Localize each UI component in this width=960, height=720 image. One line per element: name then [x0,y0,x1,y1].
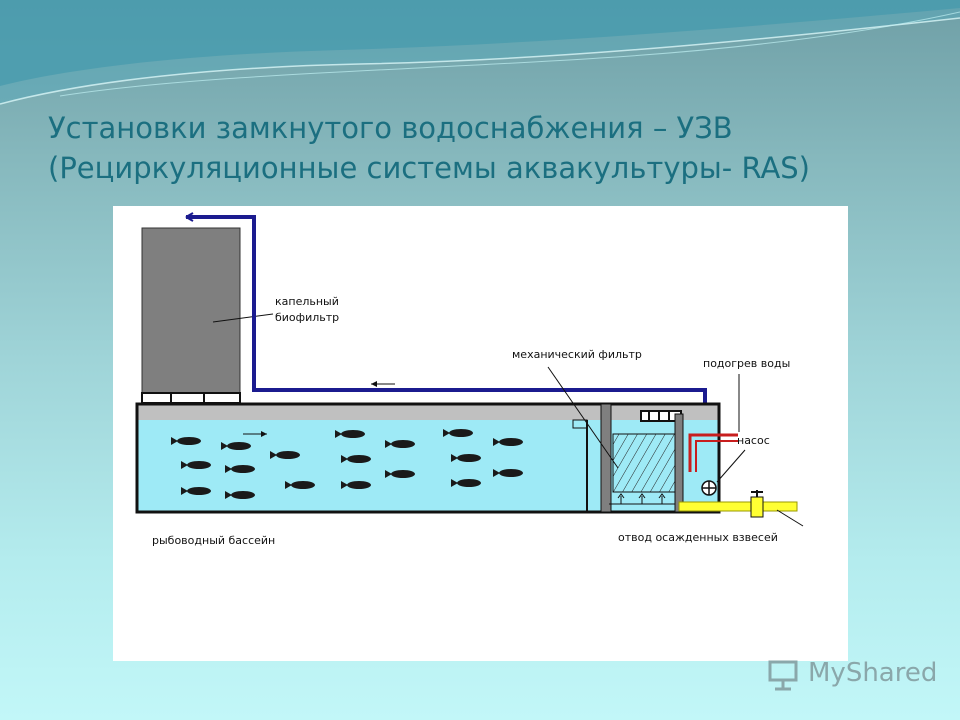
slide-title: Установки замкнутого водоснабжения – УЗВ… [48,108,928,188]
label-pump: насос [737,434,770,447]
label-sediment-drain: отвод осажденных взвесей [618,531,778,544]
heater-pipe-2 [695,440,738,472]
fish-icon [225,465,255,473]
fish-icon [385,440,415,448]
fish-icon [270,451,300,459]
fish-school [171,429,523,499]
biofilter-supports [141,392,241,404]
fish-pool-walls [135,402,721,514]
mechanical-filter-partition [600,403,612,513]
fish-icon [341,481,371,489]
label-fish-pool: рыбоводный бассейн [152,534,276,547]
fish-icon [443,429,473,437]
pump-leader-line [716,449,746,483]
flow-arrow-icon [371,381,395,387]
fish-icon [341,455,371,463]
flow-arrow-icon [243,431,267,437]
mechanical-filter-leader-line [547,366,619,469]
filter-manifold-nozzles [648,411,670,421]
mechanical-filter-media [612,433,676,493]
fish-icon [285,481,315,489]
valve-icon [750,490,764,518]
slide-title-line-1: Установки замкнутого водоснабжения – УЗВ [48,111,733,145]
fish-icon [451,454,481,462]
watermark: MyShared [766,654,938,698]
drain-leader-line [776,509,804,527]
sediment-drain-pipe [678,501,798,512]
label-biofilter-line-1: капельный [275,295,339,308]
decorative-waves [0,0,960,105]
fish-icon [171,437,201,445]
ras-diagram: капельный биофильтр механический фильтр … [113,206,848,661]
fish-icon [451,479,481,487]
fish-icon [335,430,365,438]
ras-diagram-drawing [135,212,804,527]
fish-icon [385,470,415,478]
filter-upflow-arrows [609,493,679,505]
presentation-icon [768,660,798,691]
fish-icon [181,461,211,469]
fish-icon [225,491,255,499]
valve-icon [701,480,717,496]
slide-title-line-2: (Рециркуляционные системы аквакультуры- … [48,151,811,185]
biofilter-leader-line [212,313,274,323]
watermark-text: MyShared [808,658,938,688]
fish-icon [221,442,251,450]
fish-icon [493,469,523,477]
pump-compartment-partition [674,413,684,513]
heater-pipe [688,433,738,472]
fish-icon [493,438,523,446]
return-pipe-arrow-top [185,212,194,222]
label-mechanical-filter: механический фильтр [512,348,642,361]
biofilter-tower [141,227,241,395]
label-water-heating: подогрев воды [703,357,791,370]
fish-icon [181,487,211,495]
label-biofilter-line-2: биофильтр [275,311,340,324]
fish-pool-headspace [137,404,719,420]
